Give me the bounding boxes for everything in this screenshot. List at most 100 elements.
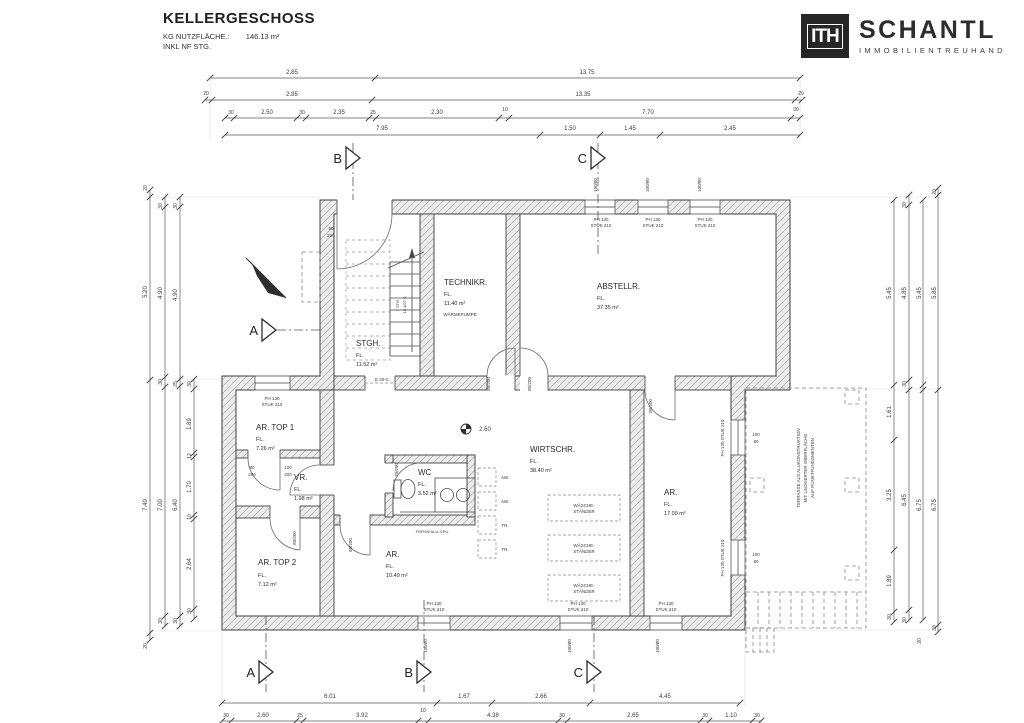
svg-text:WIRTSCHR.: WIRTSCHR. xyxy=(530,445,575,454)
svg-text:7.26 m²: 7.26 m² xyxy=(256,446,275,452)
interior-walls xyxy=(235,213,732,617)
window xyxy=(730,539,746,576)
plan-text: 100/80 xyxy=(697,178,702,192)
wc-fixtures xyxy=(393,477,476,513)
plan-text: 30 xyxy=(932,625,938,631)
area-label: KG NUTZFLÄCHE.: xyxy=(163,31,230,41)
plan-text: 1.67 xyxy=(458,694,470,700)
plan-text: STUK 210 xyxy=(568,607,589,612)
svg-text:3.52 m²: 3.52 m² xyxy=(418,491,437,497)
svg-text:FL.: FL. xyxy=(530,459,538,465)
plan-text: 80/200 xyxy=(486,377,491,391)
plan-text: 90 xyxy=(328,226,334,231)
plan-text: AW. xyxy=(501,475,509,480)
plan-text: STUK 210 xyxy=(262,402,283,407)
plan-text: 4.38 xyxy=(487,713,499,719)
room-labels: STGH. FL. 11.52 m² TECHNIKR. FL. 11.40 m… xyxy=(256,278,686,588)
plan-text: 4.90 xyxy=(158,287,164,299)
plan-text: E 30-C xyxy=(375,377,390,382)
company-logo: ITH SCHANTL IMMOBILIENTREUHAND xyxy=(800,14,1006,58)
dimension-lines xyxy=(146,74,942,723)
plan-text: 80 xyxy=(249,465,255,470)
sink-basin-icon xyxy=(440,488,454,502)
plan-text: 30 xyxy=(158,203,164,209)
plan-text: 2.60 xyxy=(257,713,269,719)
section-triangle-icon xyxy=(258,659,275,685)
plan-text: 220 xyxy=(327,233,335,238)
svg-text:37.35 m²: 37.35 m² xyxy=(597,305,619,311)
section-triangle-icon xyxy=(586,659,603,685)
plan-text: 2.65 xyxy=(627,713,639,719)
plan-text: 30 xyxy=(754,713,760,719)
svg-text:AR.: AR. xyxy=(386,550,399,559)
company-name: SCHANTL xyxy=(858,15,996,44)
window xyxy=(649,615,683,631)
plan-text: WÄSCHE- xyxy=(573,582,595,588)
plan-text: 20 xyxy=(203,91,209,97)
svg-text:VR.: VR. xyxy=(294,473,307,482)
sink-counter xyxy=(434,477,476,513)
plan-text: 100 xyxy=(284,465,292,470)
plan-text: 3.25 xyxy=(887,489,893,501)
plan-text: 1.70 xyxy=(187,481,193,493)
plan-text: PH 130 xyxy=(697,217,713,222)
plan-text: 30 xyxy=(902,381,908,387)
plan-text: 100/80 xyxy=(423,639,428,653)
plan-text: 6.75 xyxy=(917,499,923,511)
section-marker-c-bottom: C xyxy=(574,659,603,685)
section-triangle-icon xyxy=(590,145,607,171)
svg-text:FL.: FL. xyxy=(258,573,266,579)
plan-text: 100 xyxy=(752,432,760,437)
svg-text:FL.: FL. xyxy=(356,353,364,359)
terrace xyxy=(301,251,867,653)
plan-text: STUK 210 xyxy=(424,607,445,612)
logo-text: SCHANTL IMMOBILIENTREUHAND xyxy=(858,15,1006,55)
plan-text: 1.10 xyxy=(725,713,737,719)
svg-text:17.09 m²: 17.09 m² xyxy=(664,511,686,517)
room-label-wirtschaftsraum: WIRTSCHR. FL. 38.40 m² xyxy=(530,445,575,474)
plan-text: 20 xyxy=(143,185,149,191)
svg-text:STGH.: STGH. xyxy=(356,339,380,348)
plan-text: 70/200 xyxy=(394,463,399,477)
plan-text: 200 xyxy=(284,472,292,477)
svg-text:38.40 m²: 38.40 m² xyxy=(530,468,552,474)
section-letter: B xyxy=(404,665,413,680)
window xyxy=(689,199,721,215)
plan-text: 1.61 xyxy=(887,406,893,418)
plan-text: 2.45 xyxy=(724,126,736,132)
plan-text: 20 xyxy=(917,638,923,644)
plan-text: 80/200 xyxy=(348,538,353,552)
plan-text: 4.90 xyxy=(173,289,179,301)
plan-text: 100/80 xyxy=(655,639,660,653)
toilet-icon xyxy=(400,479,416,499)
plan-text: 10 xyxy=(420,708,426,714)
svg-text:WC: WC xyxy=(418,468,432,477)
plan-text: 7.00 xyxy=(158,499,164,511)
plan-text: 20 xyxy=(932,189,938,195)
window xyxy=(730,419,746,456)
plan-text: 1.45 xyxy=(624,126,636,132)
plan-text: STÄNDER xyxy=(573,588,595,594)
area-value: 146.13 m² xyxy=(245,31,280,41)
plan-text: 5.20 xyxy=(143,286,149,298)
plan-text: 7 STG. xyxy=(395,299,400,312)
svg-text:10.49 m²: 10.49 m² xyxy=(386,573,408,579)
plan-text: WÄRMEPUMPE xyxy=(443,311,476,317)
section-letter: A xyxy=(249,323,258,338)
room-label-ar-top-2: AR. TOP 2 FL. 7.12 m² xyxy=(258,558,297,588)
plan-text: 5.85 xyxy=(932,287,938,299)
room-label-technikraum: TECHNIKR. FL. 11.40 m² xyxy=(444,278,487,307)
plan-text: 1.50 xyxy=(564,126,576,132)
plan-text: 30 xyxy=(228,110,234,116)
plan-text: STUK 210 xyxy=(591,223,612,228)
plan-text: 80 xyxy=(753,559,759,564)
plan-text: 30 xyxy=(902,202,908,208)
section-marker-b-top: B xyxy=(333,145,362,171)
svg-text:FL.: FL. xyxy=(597,296,605,302)
plan-text: 30 xyxy=(158,618,164,624)
door-swings xyxy=(247,213,676,556)
window xyxy=(254,375,291,391)
plan-text: 5.45 xyxy=(887,287,893,299)
plan-text: 80/200 xyxy=(527,377,532,391)
